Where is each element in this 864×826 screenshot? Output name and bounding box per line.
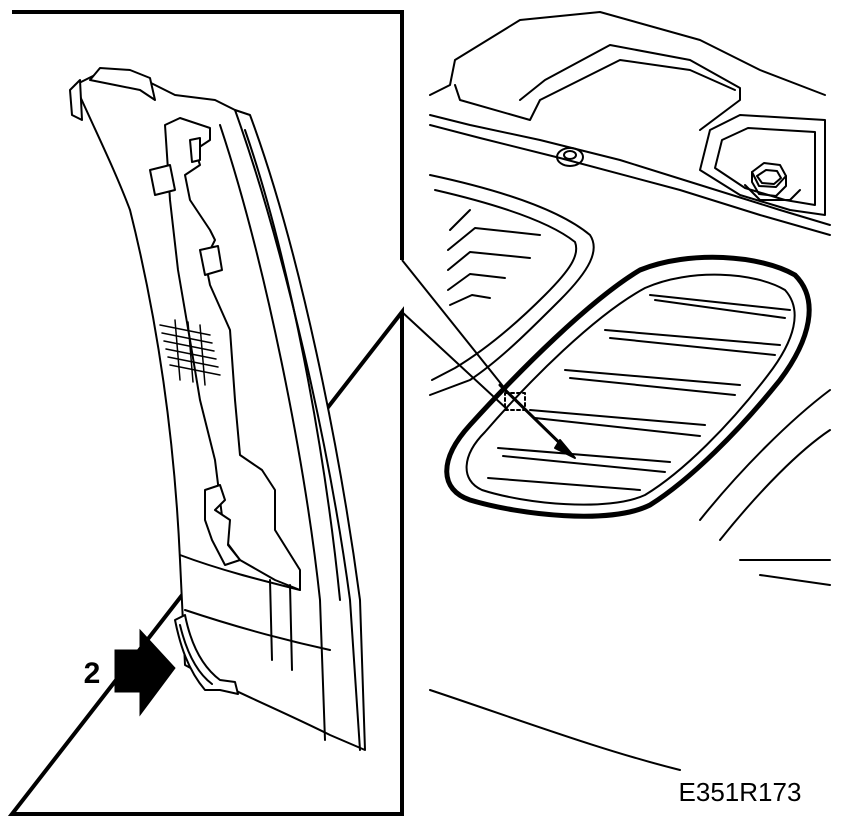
side-vent-opening-inner: [431, 189, 578, 381]
side-vent-slot-5: [449, 294, 491, 306]
dash-crease-1: [429, 114, 831, 226]
arrow-right-icon: [114, 628, 176, 717]
side-vent-opening: [429, 174, 595, 396]
clip-pointer-tip: [554, 439, 576, 459]
bolt-recess-outline: [699, 114, 826, 216]
trim-edge-mid: [244, 129, 341, 601]
vent-highlight-outline: [444, 254, 812, 519]
flange-tab-1: [149, 164, 176, 196]
inset-leader-upper: [401, 259, 511, 396]
dash-crease-2: [429, 124, 831, 236]
dash-right-contour-4: [759, 574, 831, 586]
air-vent-assembly: [444, 254, 812, 519]
lower-vertical-2: [289, 584, 293, 671]
side-vent-slot-4: [447, 273, 506, 291]
round-clip-inner: [563, 150, 577, 160]
dash-right-contour-1: [699, 389, 831, 521]
side-vent-slot-1: [449, 209, 471, 231]
dash-top-edge: [429, 11, 826, 96]
side-vent-slot-3: [447, 251, 531, 271]
trim-edge-outer: [234, 109, 361, 751]
trim-edge-inner: [219, 124, 326, 741]
round-clip: [556, 147, 584, 167]
lower-band-top: [179, 554, 301, 591]
a-pillar-trim-panel: [69, 67, 366, 751]
vent-louvers: [487, 294, 791, 491]
dashboard-context: [429, 11, 831, 771]
vent-bezel-inner: [465, 273, 796, 506]
dash-upper-panel: [454, 59, 736, 121]
flange-tab-3: [199, 245, 223, 276]
step-callout: 2: [84, 628, 176, 717]
lower-band-bottom: [184, 609, 331, 651]
bolt-recess-inner: [714, 127, 816, 206]
dash-lower-edge: [429, 689, 681, 771]
clip-location-marker: [504, 392, 526, 411]
retaining-clip-inner: [179, 624, 213, 685]
hex-nut-icon: [744, 162, 801, 201]
lower-clip: [204, 484, 241, 566]
top-clip-tab: [69, 79, 83, 121]
dash-right-contour-2: [719, 429, 831, 541]
figure-reference-code: E351R173: [679, 777, 802, 807]
step-number-label: 2: [84, 657, 101, 690]
lower-vertical-1: [269, 579, 273, 661]
dash-upper-panel-inner: [519, 44, 741, 131]
ribbed-texture: [159, 319, 221, 386]
side-vent-slot-2: [447, 227, 541, 251]
flange-tab-2: [189, 137, 201, 163]
top-clip: [89, 67, 156, 101]
inset-leader-lower: [401, 311, 509, 411]
